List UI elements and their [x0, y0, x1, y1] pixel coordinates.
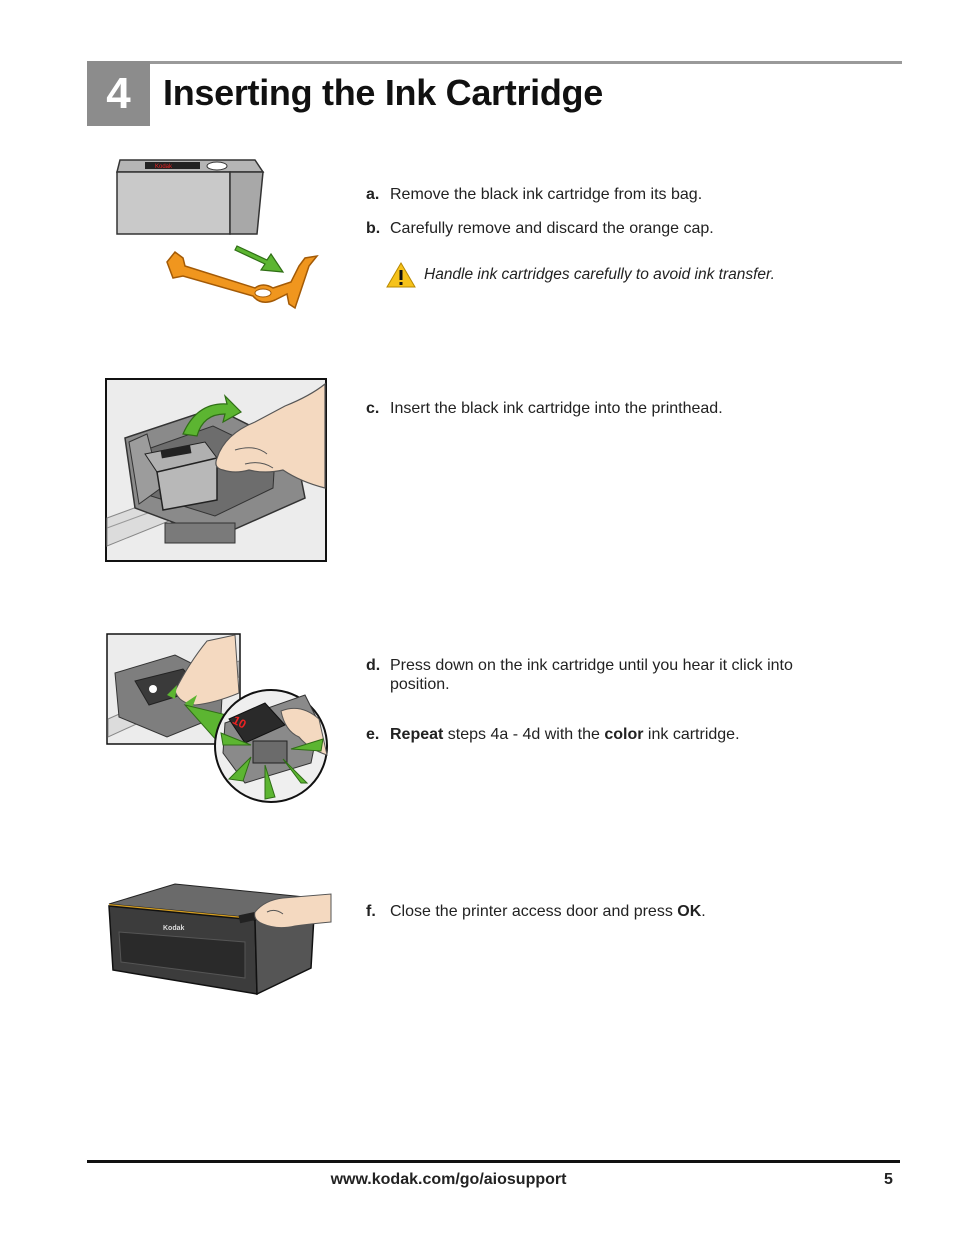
warning-note-text: Handle ink cartridges carefully to avoid… [424, 266, 775, 283]
step-d-letter: d. [366, 657, 381, 674]
page-title: Inserting the Ink Cartridge [163, 72, 603, 113]
step-d-text: Press down on the ink cartridge until yo… [390, 657, 793, 693]
step-e: e. Repeat steps 4a - 4d with the color i… [366, 725, 846, 744]
step-e-letter: e. [366, 726, 380, 743]
step-d: d. Press down on the ink cartridge until… [366, 656, 846, 694]
step-c-letter: c. [366, 400, 380, 417]
callout-label: 10 [230, 713, 249, 732]
header-rule [150, 61, 902, 64]
warning-note: Handle ink cartridges carefully to avoid… [386, 262, 775, 288]
illustration-insert-cartridge [105, 378, 327, 562]
step-f-text-end: . [701, 903, 706, 920]
step-c-text: Insert the black ink cartridge into the … [390, 400, 723, 417]
step-a: a. Remove the black ink cartridge from i… [366, 185, 846, 204]
step-a-letter: a. [366, 186, 380, 203]
step-f-text-start: Close the printer access door and press [390, 903, 678, 920]
step-f-text: Close the printer access door and press … [390, 902, 846, 921]
step-f: f. Close the printer access door and pre… [366, 902, 846, 921]
page-number: 5 [884, 1171, 893, 1188]
step-b: b. Carefully remove and discard the oran… [366, 219, 846, 238]
step-e-text-middle: steps 4a - 4d with the [443, 726, 605, 743]
step-c: c. Insert the black ink cartridge into t… [366, 399, 846, 418]
step-a-text: Remove the black ink cartridge from its … [390, 186, 703, 203]
cartridge-label: Kodak [155, 164, 173, 170]
step-e-text: Repeat steps 4a - 4d with the color ink … [390, 725, 846, 744]
footer-support-link[interactable]: www.kodak.com/go/aiosupport [330, 1171, 567, 1188]
step-e-emphasis-repeat: Repeat [390, 726, 444, 743]
footer-rule [87, 1160, 900, 1163]
step-f-letter: f. [366, 903, 376, 920]
warning-triangle-icon [386, 262, 416, 288]
illustration-remove-cap: Kodak [105, 150, 325, 320]
step-e-emphasis-color: color [604, 726, 644, 743]
step-b-letter: b. [366, 220, 381, 237]
step-b-text: Carefully remove and discard the orange … [390, 220, 714, 237]
illustration-press-down: 10 [105, 633, 330, 805]
step-e-text-end: ink cartridge. [643, 726, 740, 743]
illustration-printer: Kodak [105, 882, 333, 996]
printer-logo: Kodak [163, 925, 185, 932]
step-number-badge: 4 [87, 61, 150, 126]
step-f-emphasis-ok: OK [677, 903, 702, 920]
